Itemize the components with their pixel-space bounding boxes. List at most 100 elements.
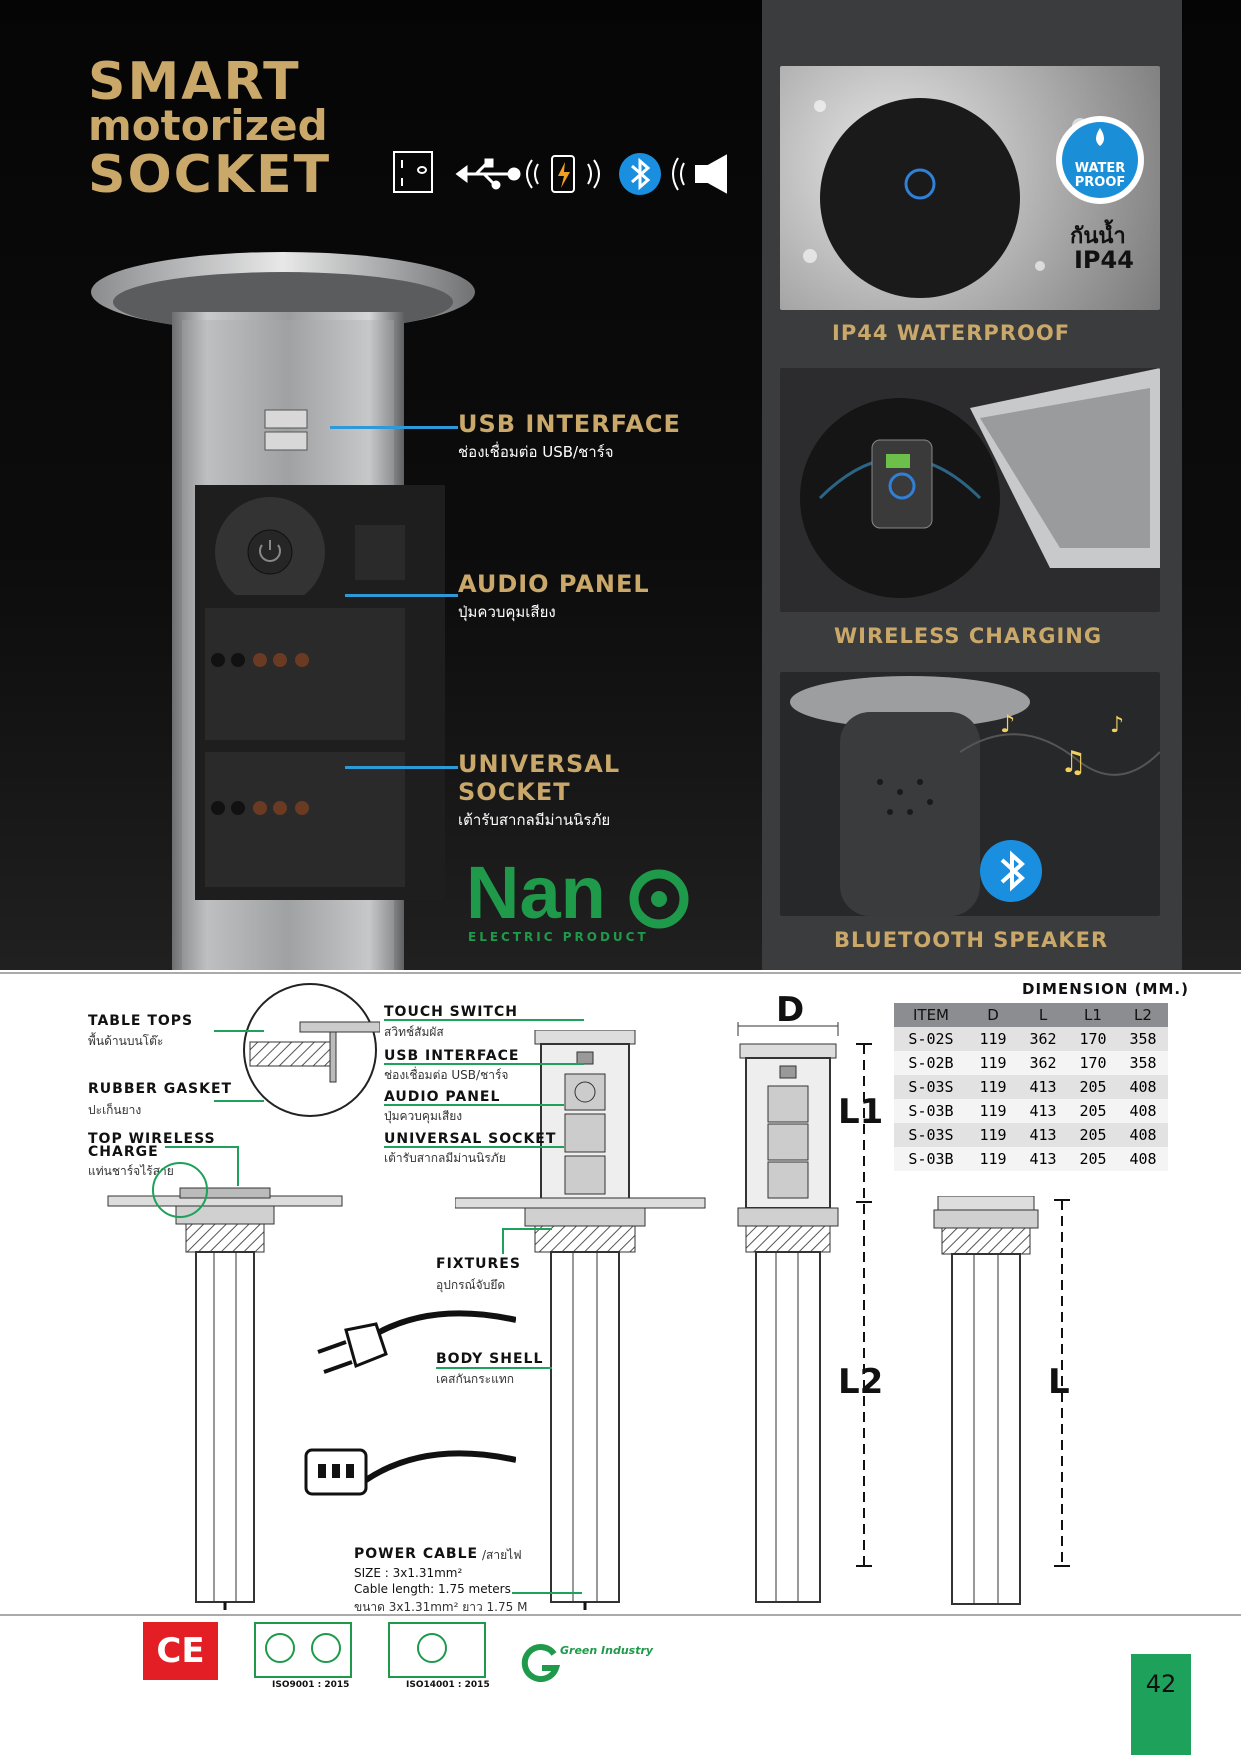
label-usb-sub: ช่องเชื่อมต่อ USB/ชาร์จ (384, 1068, 509, 1082)
wireless-charging-image (800, 368, 1160, 598)
pole-drawing-dimension-retracted (933, 1196, 1039, 1605)
label-audio: AUDIO PANEL (384, 1089, 501, 1105)
usb-feature-subtitle: ช่องเชื่อมต่อ USB/ชาร์จ (458, 443, 614, 461)
bluetooth-round-icon (980, 840, 1042, 902)
pole-drawing-dimension-raised (737, 1022, 839, 1603)
label-cable-thai: ขนาด 3x1.31mm² ยาว 1.75 M (354, 1600, 528, 1614)
label-power-cable: POWER CABLE (354, 1546, 479, 1562)
dim-col-header: L (1018, 1003, 1068, 1027)
dim-cell: 413 (1018, 1147, 1068, 1171)
brand-tagline: ELECTRIC PRODUCT (468, 930, 649, 944)
page-number: 42 (1131, 1654, 1191, 1755)
label-universal-sub: เต้ารับสากลมีม่านนิรภัย (384, 1151, 506, 1165)
iso14001-cert-logo (388, 1622, 486, 1678)
dim-col-header: L2 (1118, 1003, 1168, 1027)
bluetooth-icon (619, 153, 661, 195)
label-audio-sub: ปุ่มควบคุมเสียง (384, 1109, 463, 1123)
dim-cell: S-03B (894, 1099, 968, 1123)
dim-label-l1: L1 (838, 1092, 884, 1132)
dim-cell: S-03S (894, 1123, 968, 1147)
table-tops-line (214, 1030, 264, 1032)
feature-icon-strip (393, 151, 727, 195)
caption-waterproof: IP44 WATERPROOF (832, 321, 1071, 345)
badge-thai: กันน้ำ (1070, 224, 1126, 249)
dimension-table-header: ITEM D L L1 L2 (894, 1003, 1168, 1027)
wireless-detail-circle (152, 1162, 208, 1218)
dimension-l1-l2-ruler (856, 1043, 872, 1567)
audio-feature-subtitle: ปุ่มควบคุมเสียง (458, 603, 556, 621)
dim-cell: 205 (1068, 1099, 1118, 1123)
title-socket: SOCKET (88, 145, 332, 205)
label-body-shell-sub: เคสกันกระแทก (436, 1372, 514, 1386)
dim-cell: 408 (1118, 1123, 1168, 1147)
gasket-detail-circle (243, 983, 380, 1117)
label-rubber-gasket: RUBBER GASKET (88, 1081, 233, 1097)
title-smart: SMART (88, 52, 301, 112)
iso9001-label: ISO9001 : 2015 (272, 1680, 350, 1690)
waterproof-socket-image (803, 98, 1088, 298)
label-cable-size: SIZE : 3x1.31mm² (354, 1566, 463, 1580)
audio-line (384, 1104, 564, 1106)
smart-socket-product (91, 252, 475, 970)
badge-line1: WATER (1074, 161, 1126, 176)
gasket-line (214, 1100, 264, 1102)
dimension-l-ruler (1054, 1199, 1070, 1567)
speaker-icon (672, 154, 727, 194)
svg-text:♪: ♪ (1110, 713, 1124, 738)
svg-text:♫: ♫ (1060, 745, 1087, 780)
hero-section: SMART motorized SOCKET (0, 0, 1241, 970)
dim-cell: 408 (1118, 1099, 1168, 1123)
dim-cell: S-02B (894, 1051, 968, 1075)
dim-cell: 119 (968, 1147, 1018, 1171)
dim-col-header: L1 (1068, 1003, 1118, 1027)
waterproof-badge-text: WATER PROOF (1062, 162, 1138, 190)
label-cable-length: Cable length: 1.75 meters (354, 1582, 511, 1596)
label-fixtures: FIXTURES (436, 1256, 521, 1272)
caption-wireless: WIRELESS CHARGING (834, 624, 1103, 648)
dim-cell: 413 (1018, 1099, 1068, 1123)
label-touch-switch: TOUCH SWITCH (384, 1004, 518, 1020)
dim-cell: 119 (968, 1027, 1018, 1051)
wireless-line-v (237, 1146, 239, 1186)
dim-cell: 170 (1068, 1027, 1118, 1051)
dim-cell: 205 (1068, 1075, 1118, 1099)
socket-feature-subtitle: เต้ารับสากลมีม่านนิรภัย (458, 811, 611, 829)
fixtures-line-v (502, 1228, 504, 1254)
audio-feature-title: AUDIO PANEL (458, 570, 650, 598)
brand-logo-text: Nan (466, 851, 606, 934)
dim-cell: S-02S (894, 1027, 968, 1051)
label-power-cable-thai: /สายไฟ (482, 1548, 522, 1562)
dim-label-l: L (1048, 1362, 1070, 1402)
dim-cell: 119 (968, 1099, 1018, 1123)
dim-cell: 205 (1068, 1123, 1118, 1147)
label-fixtures-sub: อุปกรณ์จับยึด (436, 1278, 506, 1292)
usb-ports (264, 409, 308, 451)
pole-drawing-installed-1 (107, 1187, 343, 1610)
label-usb: USB INTERFACE (384, 1048, 520, 1064)
section-divider (0, 972, 1241, 974)
footer-divider (0, 1614, 1241, 1616)
dim-cell: 119 (968, 1075, 1018, 1099)
dim-col-header: ITEM (894, 1003, 968, 1027)
dim-cell: S-03S (894, 1075, 968, 1099)
dim-cell: 205 (1068, 1147, 1118, 1171)
socket-leader-line (345, 766, 458, 769)
dim-cell: S-03B (894, 1147, 968, 1171)
body-shell-line (436, 1367, 552, 1369)
pole-drawing-raised (455, 1030, 706, 1610)
cable-line (512, 1592, 582, 1594)
green-industry-g-icon (521, 1644, 560, 1682)
socket-feature-title-2: SOCKET (458, 778, 571, 806)
caption-bluetooth: BLUETOOTH SPEAKER (834, 928, 1109, 952)
ce-mark: CE (143, 1622, 218, 1680)
usb-leader-line (330, 426, 458, 429)
iso14001-label: ISO14001 : 2015 (406, 1680, 490, 1690)
label-top-wireless-2: CHARGE (88, 1144, 159, 1160)
outlet-icon (393, 151, 433, 193)
power-plug-drawing (304, 1310, 516, 1496)
